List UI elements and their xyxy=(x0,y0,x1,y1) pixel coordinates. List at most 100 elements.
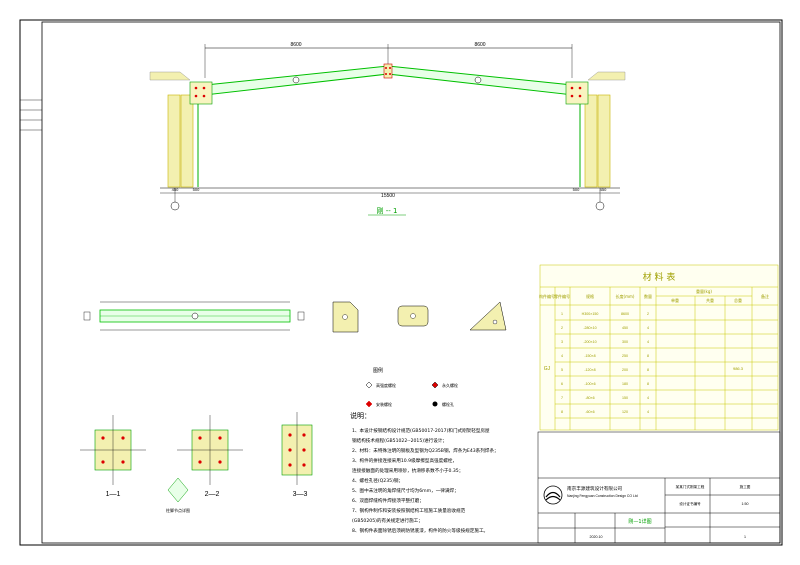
legend-item-3: 安装螺栓 xyxy=(376,401,392,407)
svg-text:8: 8 xyxy=(647,382,649,386)
axis-marker-left xyxy=(170,201,180,211)
header-spec: 规格 xyxy=(586,293,594,299)
right-column xyxy=(584,94,598,188)
svg-text:-200×10: -200×10 xyxy=(583,340,596,344)
note-line-8: 6、双面焊缝构件焊接须平整打磨； xyxy=(352,497,424,504)
note-line-5: 连接接触面的处理采用喷砂，抗滑移系数不小于0.35； xyxy=(352,467,463,474)
main-frame-view: 8600 8600 xyxy=(149,42,626,216)
hs-bolt-icon xyxy=(365,381,373,389)
svg-text:4: 4 xyxy=(647,326,649,330)
svg-text:H300×150: H300×150 xyxy=(582,312,599,316)
section-1: 1—1 xyxy=(80,415,146,498)
dim-right-b: 450 xyxy=(600,187,607,192)
left-eave-joint xyxy=(149,71,213,105)
svg-text:300: 300 xyxy=(622,340,628,344)
note-line-10: (GB50205)的有关规定进行施工； xyxy=(352,517,423,524)
material-table-title: 材 料 表 xyxy=(643,271,676,283)
company-name-cn: 南京丰源建筑设计有限公司 xyxy=(567,485,623,492)
ridge-splice xyxy=(383,63,393,79)
material-table-text: 材 料 表 构件编号 零件编号 规格 长度(mm) 数量 重量(kg) 单重 共… xyxy=(539,271,769,414)
table-row: 4 -150×8 250 8 xyxy=(561,354,649,358)
svg-text:3: 3 xyxy=(561,340,563,344)
svg-text:120: 120 xyxy=(622,410,628,414)
header-sum-weight: 共重 xyxy=(706,297,714,303)
svg-text:8: 8 xyxy=(647,368,649,372)
material-table xyxy=(539,264,779,431)
notes-title: 说明： xyxy=(350,411,371,420)
company-logo-icon xyxy=(543,485,563,505)
svg-text:1: 1 xyxy=(561,312,563,316)
note-line-7: 5、图中未注明的角焊缝尺寸均为6mm，一律满焊； xyxy=(352,487,459,494)
dim-left-half: 8600 xyxy=(290,42,301,48)
svg-text:-80×6: -80×6 xyxy=(585,396,594,400)
inner-frame xyxy=(41,21,781,544)
legend-item-1: 高强度螺栓 xyxy=(376,382,396,388)
sheet-number: 1 xyxy=(744,535,746,539)
table-row: 5 -120×8 200 8 xyxy=(561,368,649,372)
note-line-4: 3、构件的拼接连接采用10.9级摩擦型高强度螺栓， xyxy=(352,457,457,464)
section-label-1: 1—1 xyxy=(106,491,121,498)
drawing-name: 刚—1详图 xyxy=(628,518,651,525)
svg-text:-150×8: -150×8 xyxy=(584,354,595,358)
svg-text:2: 2 xyxy=(647,312,649,316)
left-column xyxy=(167,94,181,188)
cert-label: 设计证书编号 xyxy=(679,501,701,506)
rafter-detail xyxy=(83,301,305,331)
svg-text:200: 200 xyxy=(622,368,628,372)
right-eave-joint xyxy=(565,71,626,105)
note-line-6: 4、螺栓孔径(Q235)钢； xyxy=(352,477,403,484)
svg-text:5: 5 xyxy=(561,368,563,372)
svg-text:-60×6: -60×6 xyxy=(585,410,594,414)
section-2: 2—2 xyxy=(177,415,243,498)
svg-text:8: 8 xyxy=(647,354,649,358)
table-row: 2 -280×10 450 4 xyxy=(561,326,649,330)
table-row: 3 -200×10 300 4 xyxy=(561,340,649,344)
svg-text:4: 4 xyxy=(647,396,649,400)
note-line-2: 钢结构技术规程(GB51022--2015)进行设计； xyxy=(352,437,447,444)
table-row: 1 H300×150 8600 2 xyxy=(561,312,649,316)
erection-bolt-icon xyxy=(365,400,373,408)
axis-marker-right xyxy=(595,201,605,211)
note-line-1: 1、本设计按钢结构设计规范(GB50017-2017)和门式刚架轻型房屋 xyxy=(352,427,490,434)
header-qty: 数量 xyxy=(644,293,652,299)
svg-text:-280×10: -280×10 xyxy=(583,326,596,330)
permanent-bolt-icon xyxy=(431,381,439,389)
svg-text:4: 4 xyxy=(647,340,649,344)
note-line-3: 2、材料：未特殊注明的钢板及型钢为Q235B钢，焊条为E43系列焊条； xyxy=(352,447,499,454)
main-view-title: 刚 -- 1 xyxy=(377,206,398,215)
header-member: 构件编号 xyxy=(539,293,555,299)
section-label-2: 2—2 xyxy=(205,491,220,498)
svg-text:150: 150 xyxy=(622,396,628,400)
base-detail-label: 柱脚节点详图 xyxy=(166,507,190,513)
svg-text:2: 2 xyxy=(561,326,563,330)
header-weight: 重量(kg) xyxy=(696,288,712,294)
base-detail: 柱脚节点详图 xyxy=(166,477,190,513)
svg-text:4: 4 xyxy=(561,354,563,358)
scale-value: 1:50 xyxy=(742,502,749,506)
right-rafter xyxy=(387,65,583,97)
svg-text:6: 6 xyxy=(561,382,563,386)
title-block-logo xyxy=(543,485,563,505)
company-name-en: Nanjing Fengyuan Construction Design CO … xyxy=(567,494,638,498)
bolt-hole-icon xyxy=(432,401,438,407)
header-unit-weight: 单重 xyxy=(671,297,679,303)
svg-text:450: 450 xyxy=(622,326,628,330)
dim-left-b: 500 xyxy=(193,187,200,192)
dim-left-a: 450 xyxy=(172,187,179,192)
project-name: 某某门式刚架工程 xyxy=(676,484,705,489)
table-row: 6 -100×6 180 8 xyxy=(561,382,649,386)
svg-text:250: 250 xyxy=(622,354,628,358)
svg-text:4: 4 xyxy=(647,410,649,414)
header-part: 零件编号 xyxy=(554,293,570,299)
notes: 说明： 1、本设计按钢结构设计规范(GB50017-2017)和门式刚架轻型房屋… xyxy=(350,411,499,534)
svg-text:8600: 8600 xyxy=(621,312,629,316)
svg-text:7: 7 xyxy=(561,396,563,400)
legend-item-2: 永久螺栓 xyxy=(442,382,458,388)
date-value: 2020.10 xyxy=(590,535,603,539)
note-line-9: 7、钢构件制作和安装按照钢结构工程施工质量验收规范 xyxy=(352,507,466,514)
note-line-11: 8、钢构件表面除锈后须刷防锈底漆，构件的防火等级按规定施工。 xyxy=(352,527,488,534)
svg-text:180: 180 xyxy=(622,382,628,386)
table-row: 8 -60×6 120 4 xyxy=(561,410,649,414)
phase-label: 施工图 xyxy=(740,484,751,489)
